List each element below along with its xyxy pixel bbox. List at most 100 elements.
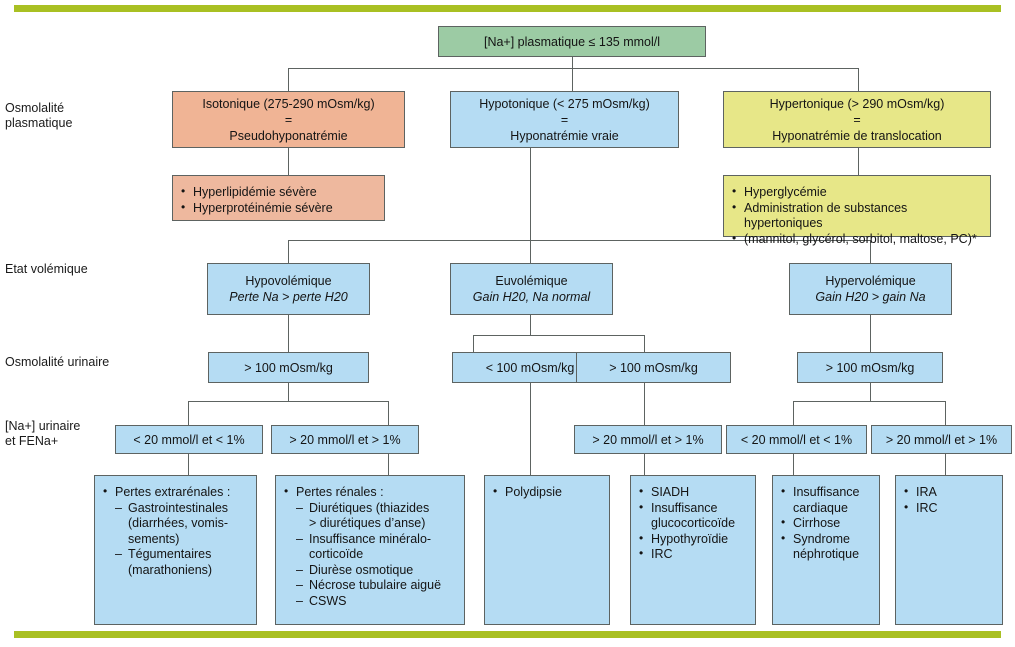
- node-fena-hyper-low[interactable]: < 20 mmol/l et < 1%: [726, 425, 867, 454]
- node-hypertonic[interactable]: Hypertonique (> 290 mOsm/kg) = Hyponatré…: [723, 91, 991, 148]
- node-hypovolemic[interactable]: Hypovolémique Perte Na > perte H20: [207, 263, 370, 315]
- list-subitem-cont: (marathoniens): [128, 562, 213, 577]
- connector-hypertonic-causes: [858, 147, 859, 175]
- connector-euv-high-to-fena: [644, 383, 645, 425]
- list-subitem-cont: corticoïde: [309, 547, 364, 561]
- bottom-rule: [14, 631, 1001, 638]
- list-item: Syndrome: [780, 531, 872, 548]
- connector-root-stem: [572, 56, 573, 69]
- list-item: Pertes rénales :: [283, 484, 457, 501]
- node-isotonic-line3: Pseudohyponatrémie: [229, 128, 348, 143]
- node-fena-euv-high-label: > 20 mmol/l et > 1%: [592, 432, 704, 447]
- box-outcome-cardiac[interactable]: Insuffisance cardiaque Cirrhose Syndrome…: [772, 475, 880, 625]
- connector-hypotonic-stem: [530, 147, 531, 240]
- node-euvolemic-line2: Gain H20, Na normal: [472, 290, 591, 304]
- connector-uosm-hypo-bus: [188, 401, 388, 402]
- node-uosm-hypovolemic[interactable]: > 100 mOsm/kg: [208, 352, 369, 383]
- connector-to-euvolemic: [530, 240, 531, 263]
- connector-to-hyper-low: [793, 401, 794, 425]
- connector-to-hyper-high: [945, 401, 946, 425]
- node-uosm-hypervolemic[interactable]: > 100 mOsm/kg: [797, 352, 943, 383]
- connector-to-hypovolemic: [288, 240, 289, 263]
- list-subitem: Gastrointestinales: [115, 501, 249, 517]
- box-outcome-extrarenal[interactable]: Pertes extrarénales : Gastrointestinales…: [94, 475, 257, 625]
- node-hypervolemic[interactable]: Hypervolémique Gain H20 > gain Na: [789, 263, 952, 315]
- box-outcome-polydipsia[interactable]: Polydipsie: [484, 475, 610, 625]
- list-subitem: Insuffisance minéralo-: [296, 532, 457, 548]
- connector-euv-to-low: [473, 335, 474, 352]
- connector-hypo-to-uosm: [288, 315, 289, 352]
- node-root-na-plasma[interactable]: [Na+] plasmatique ≤ 135 mmol/l: [438, 26, 706, 57]
- node-euvolemic[interactable]: Euvolémique Gain H20, Na normal: [450, 263, 613, 315]
- node-fena-hypo-high-label: > 20 mmol/l et > 1%: [289, 432, 401, 447]
- node-hypotonic[interactable]: Hypotonique (< 275 mOsm/kg) = Hyponatrém…: [450, 91, 679, 148]
- list-item: Administration de substances hypertoniqu…: [731, 200, 983, 232]
- box-outcome-ira-irc[interactable]: IRA IRC: [895, 475, 1003, 625]
- node-uosm-euvolemic-low-label: < 100 mOsm/kg: [485, 360, 575, 375]
- connector-euv-stem: [530, 315, 531, 335]
- node-fena-hypo-low-label: < 20 mmol/l et < 1%: [133, 432, 245, 447]
- connector-to-hypo-low: [188, 401, 189, 425]
- node-euvolemic-line1: Euvolémique: [495, 274, 568, 288]
- node-hypervolemic-line2: Gain H20 > gain Na: [815, 290, 926, 304]
- node-hypovolemic-line2: Perte Na > perte H20: [229, 290, 348, 304]
- list-item-cont: néphrotique: [793, 547, 860, 561]
- node-hypotonic-line3: Hyponatrémie vraie: [510, 128, 619, 143]
- box-hypertonic-causes[interactable]: Hyperglycémie Administration de substanc…: [723, 175, 991, 246]
- list-subitem: Diurétiques (thiazides: [296, 501, 457, 517]
- node-hypotonic-line2: =: [560, 112, 569, 127]
- list-item: Polydipsie: [492, 484, 602, 501]
- box-isotonic-causes[interactable]: Hyperlipidémie sévère Hyperprotéinémie s…: [172, 175, 385, 221]
- node-fena-euv-high[interactable]: > 20 mmol/l et > 1%: [574, 425, 722, 454]
- box-outcome-siadh[interactable]: SIADH Insuffisance glucocorticoïde Hypot…: [630, 475, 756, 625]
- list-item: Hyperglycémie: [731, 184, 983, 201]
- list-item: IRC: [903, 500, 995, 517]
- node-fena-hyper-low-label: < 20 mmol/l et < 1%: [740, 432, 853, 447]
- list-item: IRC: [638, 546, 748, 563]
- row-label-urine-osmolality: Osmolalité urinaire: [5, 355, 110, 369]
- connector-to-hypervolemic: [870, 240, 871, 263]
- connector-to-isotonic: [288, 68, 289, 91]
- connector-uosm-hypo-stem: [288, 383, 289, 401]
- list-item: SIADH: [638, 484, 748, 501]
- connector-uosm-hyper-stem: [870, 383, 871, 401]
- node-root-label: [Na+] plasmatique ≤ 135 mmol/l: [483, 34, 661, 49]
- list-item: Insuffisance: [638, 500, 748, 517]
- node-uosm-hypervolemic-label: > 100 mOsm/kg: [825, 360, 915, 375]
- list-subitem-cont: (diarrhées, vomis-: [128, 516, 229, 530]
- list-subitem: CSWS: [296, 594, 457, 610]
- list-item-cont: (mannitol, glycérol, sorbitol, maltose, …: [731, 231, 983, 248]
- node-hypertonic-line1: Hypertonique (> 290 mOsm/kg): [769, 96, 945, 111]
- node-fena-hypo-low[interactable]: < 20 mmol/l et < 1%: [115, 425, 263, 454]
- node-isotonic[interactable]: Isotonique (275-290 mOsm/kg) = Pseudohyp…: [172, 91, 405, 148]
- node-uosm-hypovolemic-label: > 100 mOsm/kg: [244, 360, 333, 375]
- list-item: Cirrhose: [780, 515, 872, 532]
- connector-euv-low-to-polydipsia: [530, 383, 531, 475]
- node-hypovolemic-line1: Hypovolémique: [245, 274, 332, 288]
- list-item: IRA: [903, 484, 995, 501]
- list-subitem: Nécrose tubulaire aiguë: [296, 578, 457, 594]
- node-hypotonic-line1: Hypotonique (< 275 mOsm/kg): [479, 96, 650, 111]
- node-hypertonic-line2: =: [853, 112, 861, 127]
- connector-to-hypertonic: [858, 68, 859, 91]
- node-fena-hyper-high[interactable]: > 20 mmol/l et > 1%: [871, 425, 1012, 454]
- node-fena-hypo-high[interactable]: > 20 mmol/l et > 1%: [271, 425, 419, 454]
- node-uosm-euvolemic-high[interactable]: > 100 mOsm/kg: [576, 352, 731, 383]
- box-outcome-renal[interactable]: Pertes rénales : Diurétiques (thiazides …: [275, 475, 465, 625]
- row-label-plasma-osmolality: Osmolalité plasmatique: [5, 101, 73, 130]
- list-item: Pertes extrarénales :: [102, 484, 249, 501]
- connector-to-hypo-high: [388, 401, 389, 425]
- node-hypertonic-line3: Hyponatrémie de translocation: [772, 128, 942, 143]
- node-isotonic-line1: Isotonique (275-290 mOsm/kg): [202, 96, 375, 111]
- connector-hypo-high-to-outcome: [388, 454, 389, 475]
- list-subitem: Diurèse osmotique: [296, 563, 457, 579]
- node-isotonic-line2: =: [284, 112, 293, 127]
- node-uosm-euvolemic-high-label: > 100 mOsm/kg: [609, 360, 698, 375]
- list-item: Hyperprotéinémie sévère: [180, 200, 377, 217]
- list-item: Hypothyroïdie: [638, 531, 748, 548]
- list-subitem: Tégumentaires: [115, 547, 249, 563]
- connector-hyper-high-to-outcome: [945, 454, 946, 475]
- list-subitem-cont: sements): [128, 531, 180, 546]
- connector-volemic-bus: [288, 240, 870, 241]
